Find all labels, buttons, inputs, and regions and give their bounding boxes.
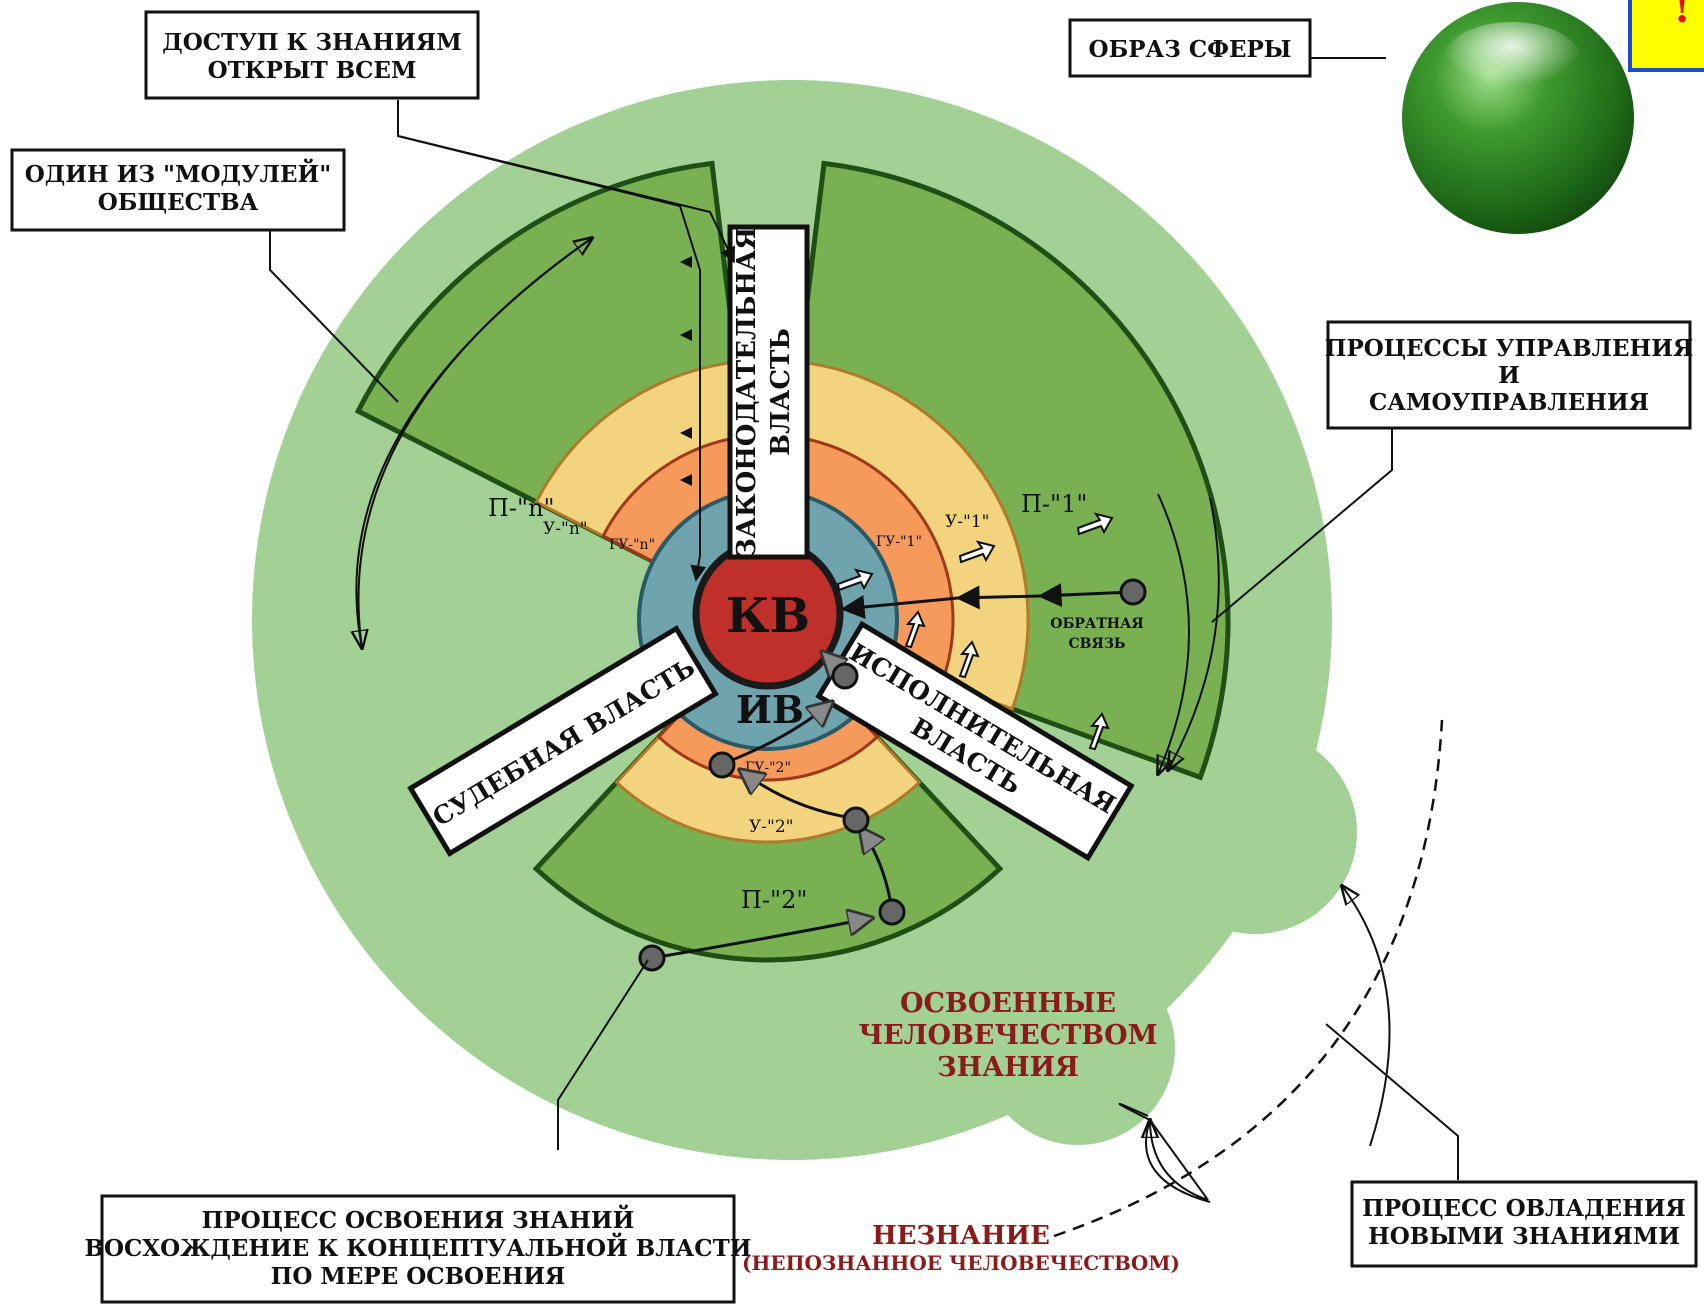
legislative-edge-arrows: [680, 256, 692, 486]
callout-leaders: [269, 57, 1459, 1180]
svg-text:ВОСХОЖДЕНИЕ К КОНЦЕПТУАЛЬНОЙ В: ВОСХОЖДЕНИЕ К КОНЦЕПТУАЛЬНОЙ ВЛАСТИ: [85, 1233, 752, 1262]
sector-n-p: П-"n": [488, 494, 555, 522]
svg-text:ЗАКОНОДАТЕЛЬНАЯ: ЗАКОНОДАТЕЛЬНАЯ: [732, 227, 762, 557]
callout-acquiring-box: ПРОЦЕСС ОВЛАДЕНИЯ НОВЫМИ ЗНАНИЯМИ: [1350, 1180, 1698, 1268]
callout-management-box: ПРОЦЕССЫ УПРАВЛЕНИЯ И САМОУПРАВЛЕНИЯ: [1325, 320, 1694, 430]
callout-access-box: ДОСТУП К ЗНАНИЯМ ОТКРЫТ ВСЕМ: [144, 10, 480, 100]
svg-text:ОБЩЕСТВА: ОБЩЕСТВА: [98, 189, 259, 216]
svg-text:ОБРАЗ СФЕРЫ: ОБРАЗ СФЕРЫ: [1089, 36, 1292, 63]
sector-labels: П-"n" У-"n" ГУ-"n" П-"1" У-"1" ГУ-"1" П-…: [488, 490, 1087, 914]
callout-module-box: ОДИН ИЗ "МОДУЛЕЙ" ОБЩЕСТВА: [10, 148, 346, 232]
svg-text:ПРОЦЕСС ОВЛАДЕНИЯ: ПРОЦЕСС ОВЛАДЕНИЯ: [1362, 1195, 1686, 1222]
iv-label: ИВ: [736, 687, 804, 732]
corner-mark: !: [1628, 0, 1704, 72]
sector-1-p: П-"1": [1021, 490, 1087, 518]
sector-2-u: У-"2": [749, 817, 793, 837]
callout-sphere-box: ОБРАЗ СФЕРЫ: [1068, 18, 1312, 78]
sector-1-u: У-"1": [945, 512, 989, 532]
mastered-knowledge-label: ОСВОЕННЫЕ ЧЕЛОВЕЧЕСТВОМ ЗНАНИЯ: [858, 988, 1157, 1083]
svg-text:НЕЗНАНИЕ: НЕЗНАНИЕ: [872, 1221, 1050, 1251]
svg-text:ПО МЕРЕ ОСВОЕНИЯ: ПО МЕРЕ ОСВОЕНИЯ: [271, 1263, 566, 1290]
sector-n-u: У-"n": [543, 519, 588, 539]
svg-text:ОДИН ИЗ "МОДУЛЕЙ": ОДИН ИЗ "МОДУЛЕЙ": [25, 159, 331, 188]
sector-2-p: П-"2": [741, 886, 807, 914]
callout-mastering-box: ПРОЦЕСС ОСВОЕНИЯ ЗНАНИЙ ВОСХОЖДЕНИЕ К КО…: [85, 1194, 752, 1304]
legislative-power-bar: ЗАКОНОДАТЕЛЬНАЯ ВЛАСТЬ: [727, 224, 810, 560]
svg-text:ВЛАСТЬ: ВЛАСТЬ: [766, 328, 796, 456]
svg-text:ДОСТУП К ЗНАНИЯМ: ДОСТУП К ЗНАНИЯМ: [162, 29, 461, 56]
svg-text:ЧЕЛОВЕЧЕСТВОМ: ЧЕЛОВЕЧЕСТВОМ: [858, 1020, 1157, 1051]
svg-text:(НЕПОЗНАННОЕ ЧЕЛОВЕЧЕСТВОМ): (НЕПОЗНАННОЕ ЧЕЛОВЕЧЕСТВОМ): [742, 1251, 1180, 1275]
side-arc-arrows: [356, 238, 1220, 774]
sector-1-gu: ГУ-"1": [876, 534, 922, 550]
svg-text:ПРОЦЕСС ОСВОЕНИЯ ЗНАНИЙ: ПРОЦЕСС ОСВОЕНИЯ ЗНАНИЙ: [202, 1205, 635, 1234]
management-arrows: [836, 512, 1114, 751]
ignorance-boundary: [1053, 719, 1444, 1238]
svg-text:ПРОЦЕССЫ УПРАВЛЕНИЯ: ПРОЦЕССЫ УПРАВЛЕНИЯ: [1325, 335, 1694, 362]
svg-text:ОТКРЫТ ВСЕМ: ОТКРЫТ ВСЕМ: [208, 57, 417, 84]
svg-text:СВЯЗЬ: СВЯЗЬ: [1069, 636, 1126, 652]
svg-text:И: И: [1498, 362, 1520, 389]
mastering-path: [638, 652, 906, 972]
ignorance-label: НЕЗНАНИЕ (НЕПОЗНАННОЕ ЧЕЛОВЕЧЕСТВОМ): [742, 1221, 1180, 1275]
svg-text:!: !: [1673, 0, 1691, 32]
svg-text:ОСВОЕННЫЕ: ОСВОЕННЫЕ: [900, 988, 1116, 1019]
svg-text:ОБРАТНАЯ: ОБРАТНАЯ: [1050, 616, 1143, 632]
feedback-arrows: ОБРАТНАЯ СВЯЗЬ: [840, 578, 1147, 652]
sector-n-gu: ГУ-"n": [609, 537, 655, 553]
svg-text:НОВЫМИ ЗНАНИЯМИ: НОВЫМИ ЗНАНИЯМИ: [1368, 1223, 1680, 1250]
sphere-image: [1402, 2, 1634, 234]
sector-2-gu: ГУ-"2": [745, 760, 791, 776]
svg-text:ЗНАНИЯ: ЗНАНИЯ: [937, 1052, 1079, 1083]
kv-label: КВ: [726, 588, 810, 644]
svg-text:САМОУПРАВЛЕНИЯ: САМОУПРАВЛЕНИЯ: [1369, 389, 1649, 416]
feedback-dot: [1119, 578, 1147, 606]
